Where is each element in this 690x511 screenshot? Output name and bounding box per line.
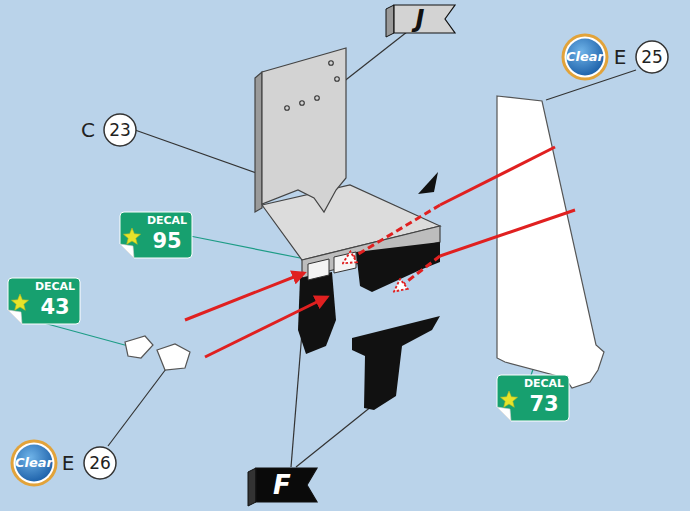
leader-line xyxy=(291,332,302,467)
decal-label: DECAL xyxy=(144,214,190,228)
leader-line xyxy=(296,406,372,467)
assembly-arrows xyxy=(185,147,575,357)
insert-arrow xyxy=(205,297,327,357)
decal-leader xyxy=(190,236,300,258)
flag-body xyxy=(394,5,455,33)
part-letter: E xyxy=(60,445,76,481)
clear-piece xyxy=(157,344,190,370)
callout-number: 26 xyxy=(84,445,116,481)
decal-star xyxy=(11,294,28,310)
decal-body xyxy=(120,212,192,258)
clear-label: Clear xyxy=(9,439,59,487)
clear-panel xyxy=(497,96,604,388)
flag-fold xyxy=(386,5,394,37)
flag-fold xyxy=(248,468,256,506)
black-part xyxy=(298,272,336,354)
decal-number: 95 xyxy=(144,227,190,255)
part-number: E25 xyxy=(612,39,670,75)
leader-line xyxy=(338,28,412,86)
decal-star xyxy=(123,228,140,244)
back-edge xyxy=(255,72,262,212)
part-number: E26 xyxy=(60,445,118,481)
decal-body xyxy=(497,375,569,421)
leader-lines xyxy=(108,28,636,467)
decal-fold xyxy=(497,407,511,421)
decal-fold xyxy=(8,310,22,324)
decal-tag: DECAL43 xyxy=(8,278,80,324)
slot xyxy=(334,252,356,273)
black-part xyxy=(356,242,440,292)
clear-piece xyxy=(125,336,153,358)
callout-number: 25 xyxy=(636,39,668,75)
hidden-arrow xyxy=(396,256,440,290)
insert-arrow xyxy=(185,273,304,320)
mount-holes xyxy=(285,61,340,111)
hidden-arrow xyxy=(345,205,440,262)
clear-badge: Clear xyxy=(560,33,610,81)
seat-back xyxy=(262,48,346,212)
decal-leader xyxy=(40,322,132,347)
leader-line xyxy=(108,369,166,446)
decal-fold xyxy=(120,244,134,258)
black-part xyxy=(418,172,438,194)
callout-number: 23 xyxy=(104,112,136,148)
flag-letter: F xyxy=(254,466,310,504)
decal-label: DECAL xyxy=(32,280,78,294)
decal-tag: DECAL95 xyxy=(120,212,192,258)
part-letter: C xyxy=(80,112,96,148)
part-flag: F xyxy=(246,466,318,504)
decal-body xyxy=(8,278,80,324)
flag-letter: J xyxy=(392,3,448,35)
slot xyxy=(308,259,329,280)
black-part xyxy=(352,316,440,410)
insert-arrow xyxy=(440,147,555,205)
decal-star xyxy=(500,391,517,407)
part-flag: J xyxy=(384,3,456,35)
insert-arrow xyxy=(440,210,575,256)
decal-label: DECAL xyxy=(521,377,567,391)
clear-badge: Clear xyxy=(9,439,59,487)
decal-tag: DECAL73 xyxy=(497,375,569,421)
leader-line xyxy=(135,130,262,175)
decal-number: 43 xyxy=(32,293,78,321)
decal-number: 73 xyxy=(521,390,567,418)
clear-label: Clear xyxy=(560,33,610,81)
part-number: C23 xyxy=(80,112,138,148)
part-letter: E xyxy=(612,39,628,75)
